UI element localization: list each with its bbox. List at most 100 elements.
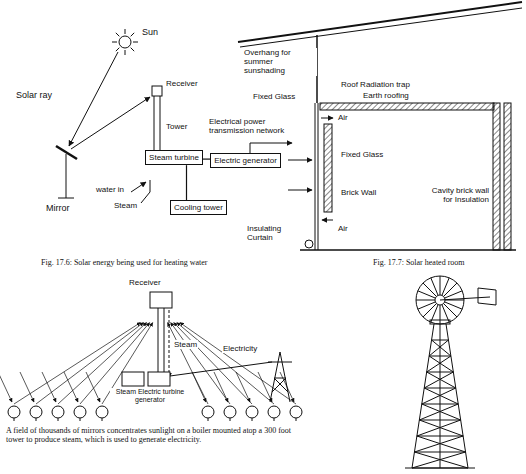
sun-ray (86, 372, 100, 402)
heliostat-stand (80, 418, 81, 421)
part-label: Mirror (45, 203, 71, 213)
part-label: Steam Electric turbine generator (110, 388, 190, 404)
tower-crossbar (424, 388, 456, 389)
floor (300, 249, 516, 251)
process-box: Steam turbine (145, 150, 203, 165)
sun-ray (192, 372, 206, 402)
heliostat-stand (274, 418, 275, 421)
part-label: water in (95, 185, 125, 194)
tower-crossbar (422, 404, 458, 405)
figure-caption: Fig. 17.6: Solar energy being used for h… (40, 258, 277, 267)
tower-brace (412, 452, 466, 468)
cavity-wall (493, 103, 500, 250)
tower-crossbar (429, 356, 451, 357)
part-label: Cavity brick wall for Insulation (420, 186, 490, 204)
windmill-blade (444, 283, 457, 296)
windmill-blade (431, 278, 438, 296)
windmill-blade (445, 300, 464, 301)
heliostat-mirror (52, 406, 64, 418)
tower-brace (414, 436, 463, 452)
sun-ray (20, 372, 34, 402)
receiver-boiler (150, 292, 172, 308)
steam-line (169, 310, 170, 378)
part-label: Solar ray (15, 90, 53, 100)
sun-ray (133, 42, 138, 43)
process-box: Cooling tower (170, 200, 227, 215)
tower-brace (424, 388, 458, 404)
tower-brace (432, 340, 451, 356)
part-label: Air (337, 113, 349, 122)
part-label: Steam (173, 340, 198, 349)
sun-arrow (288, 190, 312, 191)
heliostat-stand (36, 418, 37, 421)
tower-brace (414, 452, 468, 468)
figure-caption: Fig. 17.7: Solar heated room (372, 258, 466, 267)
mirror-stand (66, 154, 67, 198)
part-label: Fixed Glass (340, 150, 384, 159)
steam-pipe (141, 180, 150, 203)
sun-ray (258, 372, 272, 402)
power-wire (170, 362, 272, 376)
solar-ray (69, 52, 118, 146)
part-label: Roof Radiation trap (340, 80, 411, 89)
water-in-arrow (131, 182, 146, 192)
tower-brace (417, 420, 461, 436)
sun-ray (125, 29, 126, 34)
tower-crossbar (419, 420, 460, 421)
tower-brace (419, 420, 463, 436)
tower-crossbar (417, 436, 463, 437)
heliostat-stand (14, 418, 15, 421)
roof (240, 8, 522, 47)
part-label: Air (337, 224, 349, 233)
sun-ray (131, 33, 135, 37)
sun-ray (125, 50, 126, 55)
fixed-glass (318, 103, 319, 250)
process-box: Electric generator (210, 153, 281, 168)
turbine-box (122, 372, 144, 386)
heliostat-mirror (224, 406, 236, 418)
sun-ray (64, 372, 78, 402)
sun-symbol (119, 36, 131, 48)
part-label: Overhang for summer sunshading (243, 48, 317, 76)
generator-box (148, 372, 170, 386)
tower-brace (429, 356, 453, 372)
heliostat-stand (208, 418, 209, 421)
receiver-box (152, 86, 162, 96)
tower-crossbar (412, 468, 468, 469)
part-label: Brick Wall (340, 188, 377, 197)
part-label: Receiver (128, 278, 162, 287)
part-label: Electrical power transmission network (208, 117, 296, 135)
part-label: Earth roofing (362, 91, 410, 100)
tower-line (158, 308, 159, 372)
mirror-field (0, 323, 302, 421)
heliostat-stand (296, 418, 297, 421)
windmill-blade (440, 276, 441, 295)
heliostat-stand (102, 418, 103, 421)
box-label: Steam turbine (149, 153, 199, 162)
windmill-blade (445, 302, 463, 309)
heliostat-mirror (268, 406, 280, 418)
box-label: Electric generator (214, 156, 277, 165)
heliostat-mirror (202, 406, 214, 418)
box-label: Cooling tower (174, 203, 223, 212)
sun-ray (0, 372, 12, 402)
part-label: Sun (141, 27, 159, 37)
windmill-blade (442, 278, 449, 296)
power-arrow (250, 143, 292, 153)
windmill-blade (444, 304, 457, 317)
sun-ray (236, 372, 250, 402)
brick-wall (324, 124, 332, 212)
fixed-glass (315, 103, 316, 250)
roof (238, 2, 522, 42)
tower-brace (422, 404, 461, 420)
curtain-roll (305, 240, 313, 248)
part-label: Insulating Curtain (246, 224, 300, 242)
sun-ray (112, 42, 117, 43)
part-label: Steam (113, 201, 138, 210)
tower-brace (424, 372, 453, 388)
windmill-blade (423, 304, 436, 317)
heliostat-stand (230, 418, 231, 421)
windmill-blade (440, 305, 441, 324)
sun-arrow (288, 160, 312, 161)
